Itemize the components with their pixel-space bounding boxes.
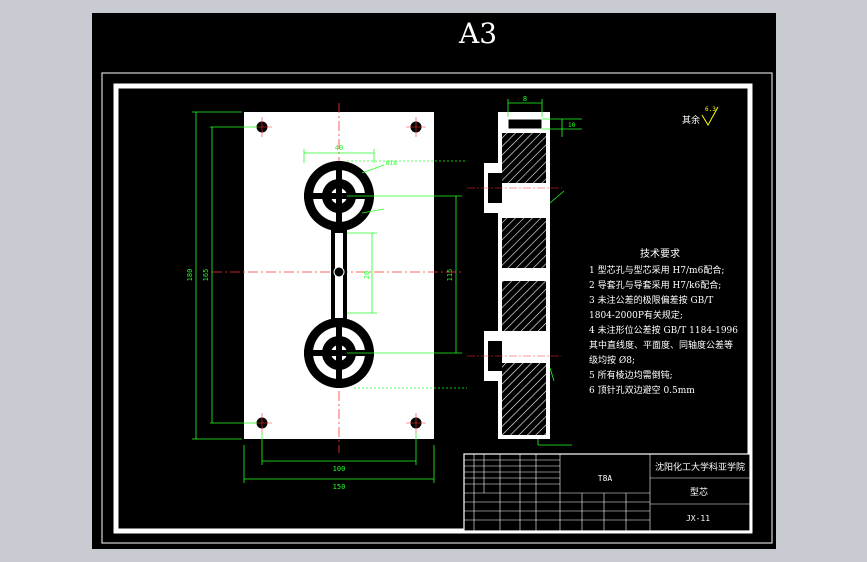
dim-height-inner: 165 xyxy=(202,269,210,282)
dim-right-top: 8 xyxy=(523,95,527,103)
note-line-6: 其中直线度、平面度、同轴度公差等 xyxy=(589,339,733,351)
sheet-size-label: A3 xyxy=(458,17,497,50)
note-line-3: 3 未注公差的极限偏差按 GB/T xyxy=(589,294,713,306)
upper-cavity xyxy=(304,161,374,231)
notes-title: 技术要求 xyxy=(640,247,680,260)
school-name: 沈阳化工大学科亚学院 xyxy=(655,461,745,473)
part-name: 型芯 xyxy=(690,486,708,498)
dim-right-side: 10 xyxy=(568,122,576,129)
inner-frame xyxy=(113,83,753,534)
svg-text:6.3: 6.3 xyxy=(705,106,716,113)
note-line-4: 1804-2000P有关规定; xyxy=(589,309,683,321)
dim-center: 40 xyxy=(335,144,343,152)
title-block: T8A 沈阳化工大学科亚学院 型芯 JX-11 xyxy=(463,453,751,532)
note-line-5: 4 未注形位公差按 GB/T 1184-1996 xyxy=(589,324,738,336)
roughness-symbol: 6.3 xyxy=(701,106,719,126)
dim-mid-height: 115 xyxy=(446,269,454,282)
front-view: 180 165 150 100 115 20 40 Ø18 xyxy=(186,103,467,491)
dim-slot: 20 xyxy=(363,271,371,279)
lower-cavity xyxy=(304,318,374,388)
technical-requirements: 技术要求 1 型芯孔与型芯采用 H7/m6配合; 2 导套孔与导套采用 H7/k… xyxy=(589,247,738,396)
note-line-8: 5 所有棱边均需倒钝; xyxy=(589,369,673,381)
material-cell: T8A xyxy=(598,474,613,483)
note-line-1: 1 型芯孔与型芯采用 H7/m6配合; xyxy=(589,264,724,276)
dim-width-outer: 150 xyxy=(333,483,346,491)
dim-top-hole: Ø18 xyxy=(386,160,397,167)
note-line-2: 2 导套孔与导套采用 H7/k6配合; xyxy=(589,279,721,291)
dim-width-inner: 100 xyxy=(333,465,346,473)
section-view: 8 10 xyxy=(467,95,582,446)
dim-height-outer: 180 xyxy=(186,269,194,282)
drawing-sheet: A3 xyxy=(92,13,776,549)
note-line-9: 6 顶针孔双边避空 0.5mm xyxy=(589,384,695,396)
roughness-label: 其余 xyxy=(682,114,700,126)
cad-drawing: A3 xyxy=(101,17,773,544)
outer-frame xyxy=(101,72,773,544)
note-line-7: 级均按 Ø8; xyxy=(589,354,635,366)
drawing-number: JX-11 xyxy=(686,514,710,523)
